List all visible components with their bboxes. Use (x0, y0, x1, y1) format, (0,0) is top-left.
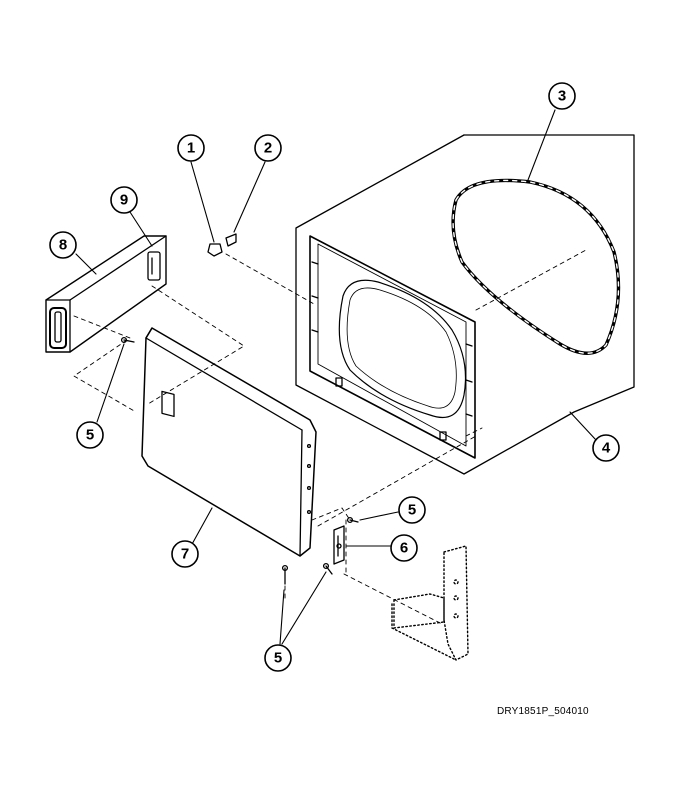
callout-5-handle-screw: 5 (76, 421, 104, 449)
svg-text:6: 6 (400, 540, 408, 557)
cabinet-front-panel (295, 134, 635, 475)
svg-text:3: 3 (558, 88, 566, 105)
door-handle-assembly (45, 235, 167, 353)
callout-2: 2 (254, 134, 282, 162)
svg-text:9: 9 (120, 192, 128, 209)
hinge-mount (391, 545, 469, 661)
callout-8: 8 (49, 231, 77, 259)
dryer-door (141, 327, 317, 557)
screw (120, 336, 135, 344)
callout-7: 7 (171, 540, 199, 568)
callout-4: 4 (592, 434, 620, 462)
callout-9: 9 (110, 186, 138, 214)
svg-text:5: 5 (274, 650, 282, 667)
leader-lines (75, 109, 597, 645)
svg-text:5: 5 (408, 502, 416, 519)
door-seal (451, 178, 621, 355)
screw (322, 562, 333, 575)
assembly-lines (73, 249, 587, 625)
svg-text:5: 5 (86, 427, 94, 444)
callouts: 1 2 3 4 5 5 5 6 (49, 82, 620, 672)
door-catch (207, 243, 223, 257)
callout-3: 3 (548, 82, 576, 110)
callout-1: 1 (177, 134, 205, 162)
svg-text:1: 1 (187, 140, 195, 157)
callout-5-lower-screws: 5 (264, 644, 292, 672)
screw (346, 516, 359, 524)
screw (281, 564, 289, 585)
door-hinge (333, 525, 345, 565)
callout-6: 6 (390, 534, 418, 562)
handle-clip (147, 251, 161, 281)
svg-text:8: 8 (59, 237, 67, 254)
catch-clip (225, 233, 237, 247)
svg-text:2: 2 (264, 140, 272, 157)
svg-text:4: 4 (602, 440, 611, 457)
reference-code: DRY1851P_504010 (497, 706, 589, 717)
callout-5-upper-hinge-screw: 5 (398, 496, 426, 524)
svg-text:7: 7 (181, 546, 189, 563)
